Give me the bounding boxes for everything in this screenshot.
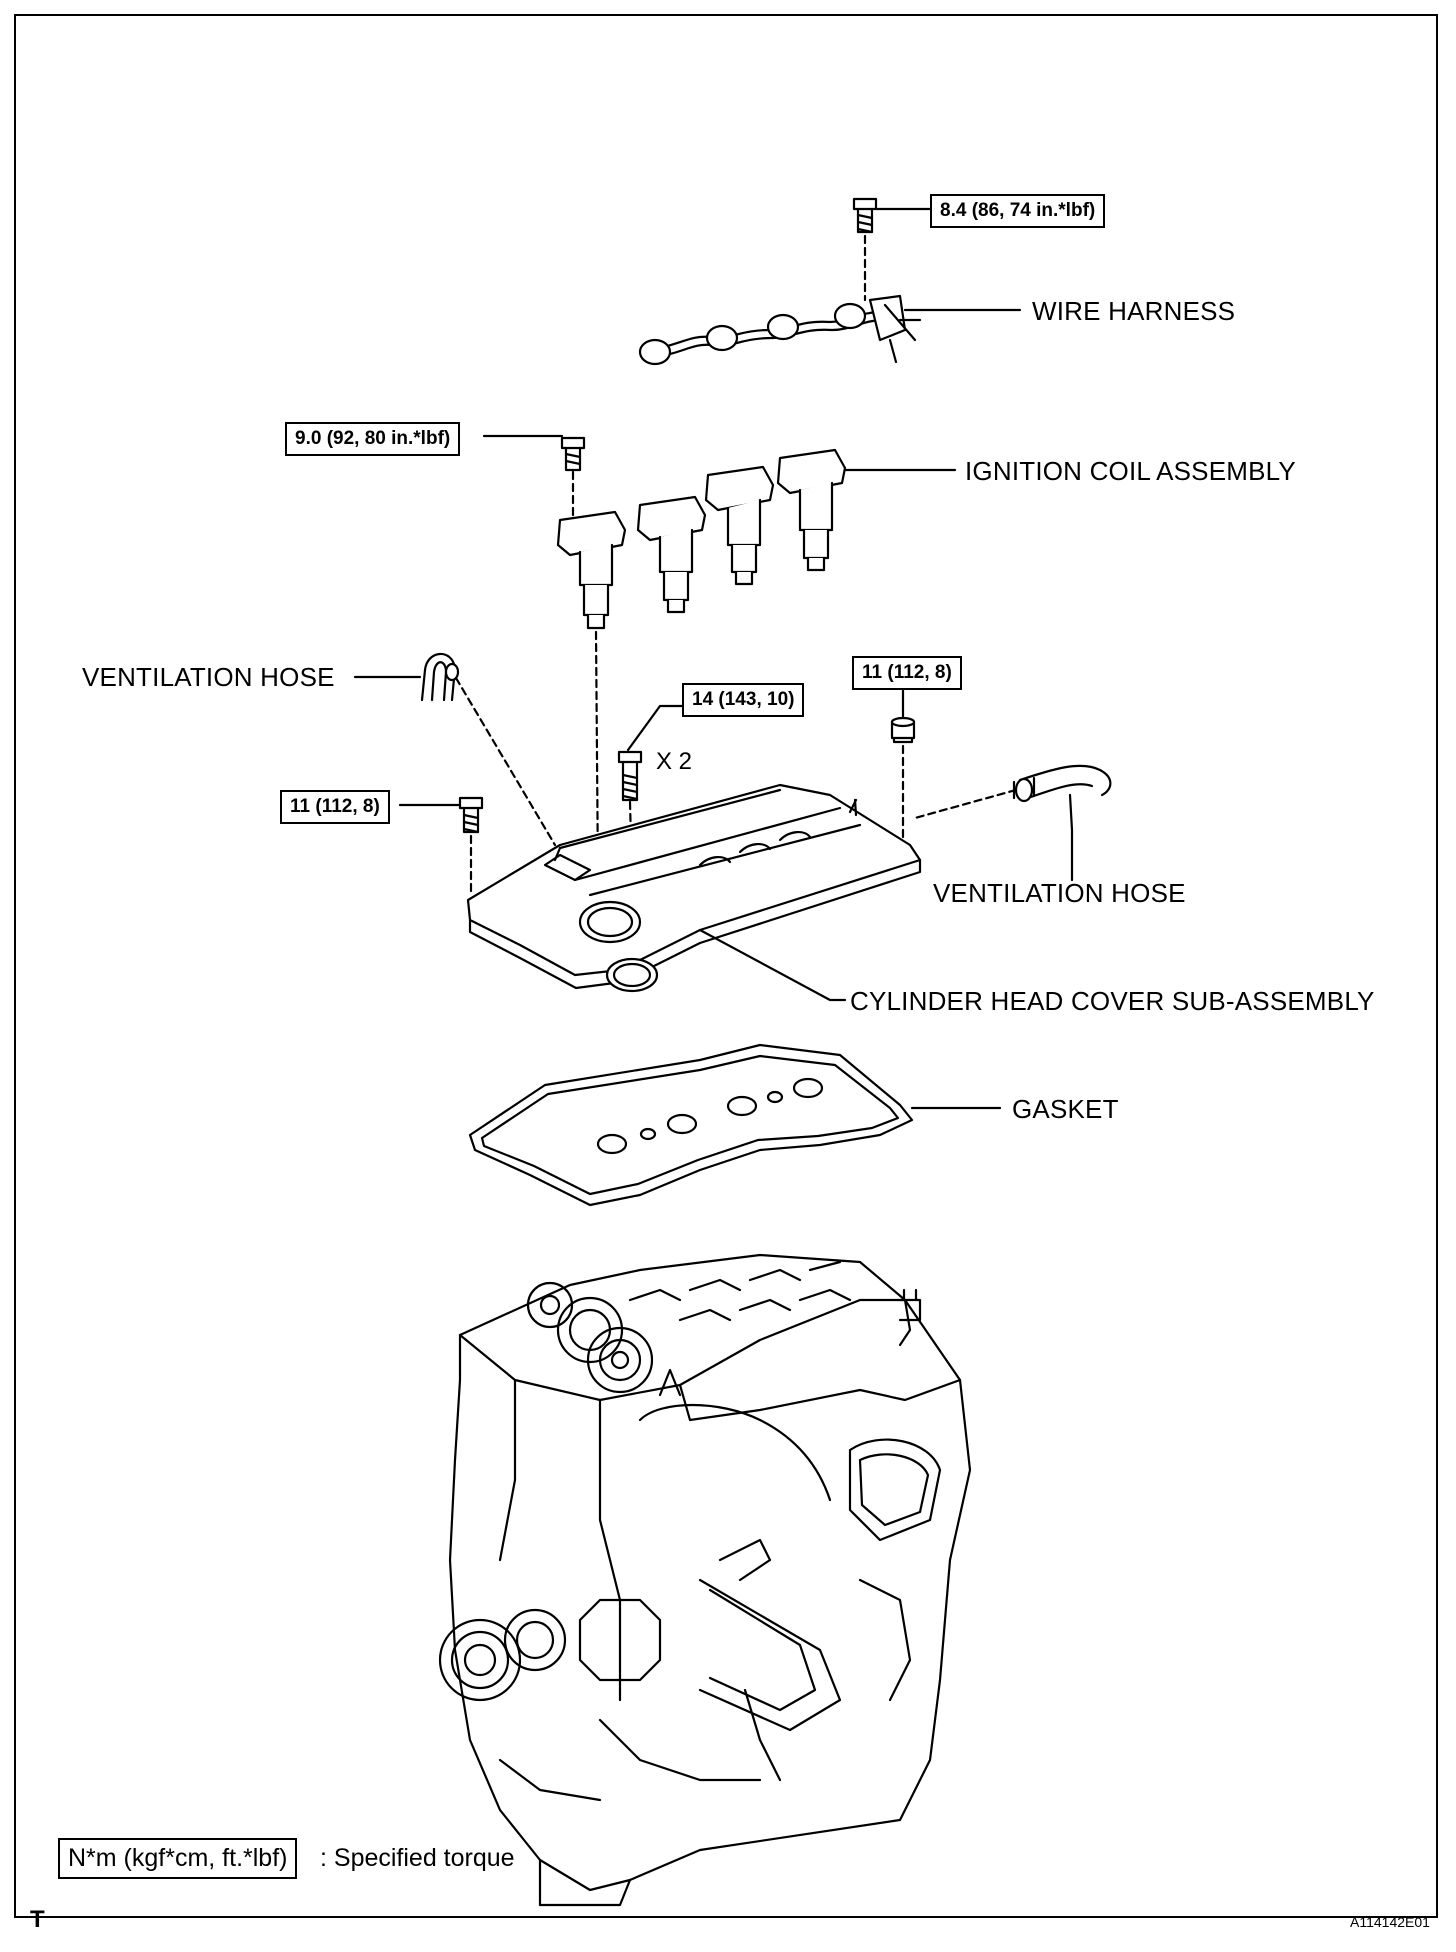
ventilation-hose-left: [420, 652, 460, 702]
wire-harness-bolt: [852, 197, 878, 234]
label-wire-harness: WIRE HARNESS: [1032, 296, 1236, 326]
right-nut: [890, 716, 916, 744]
leader-vent-hose-right-to-head: [913, 788, 1018, 820]
legend-text: : Specified torque: [320, 1844, 515, 1872]
leader-vent-hose-right: [1068, 793, 1074, 882]
cylinder-head-cover: [466, 783, 922, 993]
label-ventilation-hose-left: VENTILATION HOSE: [82, 662, 335, 692]
left-bolt: [458, 796, 484, 834]
torque-right-nut: 11 (112, 8): [852, 656, 962, 690]
corner-mark: T: [30, 1906, 45, 1933]
ignition-coils: [556, 448, 847, 630]
center-bolt-quantity: X 2: [656, 748, 693, 775]
engine-block: [438, 1253, 972, 1907]
wire-harness: [638, 294, 922, 366]
torque-center-bolt: 14 (143, 10): [682, 683, 805, 717]
label-ignition-coil: IGNITION COIL ASSEMBLY: [965, 456, 1296, 486]
torque-wire-harness-bolt: 8.4 (86, 74 in.*lbf): [930, 194, 1106, 228]
leader-center-torque: [626, 704, 684, 752]
diagram-frame: [14, 14, 1438, 1918]
torque-left-bolt: 11 (112, 8): [280, 790, 390, 824]
figure-code: A114142E01: [1350, 1914, 1430, 1930]
center-bolt: [617, 750, 643, 802]
label-cylinder-head-cover: CYLINDER HEAD COVER SUB-ASSEMBLY: [850, 986, 1375, 1016]
torque-coil-bolt: 9.0 (92, 80 in.*lbf): [285, 422, 461, 456]
coil-bolt: [560, 436, 586, 472]
legend-units-box: N*m (kgf*cm, ft.*lbf): [58, 1838, 298, 1879]
ventilation-hose-right: [1012, 764, 1112, 803]
label-ventilation-hose-right: VENTILATION HOSE: [933, 878, 1186, 908]
leader-cylinder-head-cover: [698, 928, 847, 1002]
gasket: [468, 1043, 914, 1207]
label-gasket: GASKET: [1012, 1094, 1119, 1124]
leader-vent-hose-left-to-head: [454, 676, 557, 847]
